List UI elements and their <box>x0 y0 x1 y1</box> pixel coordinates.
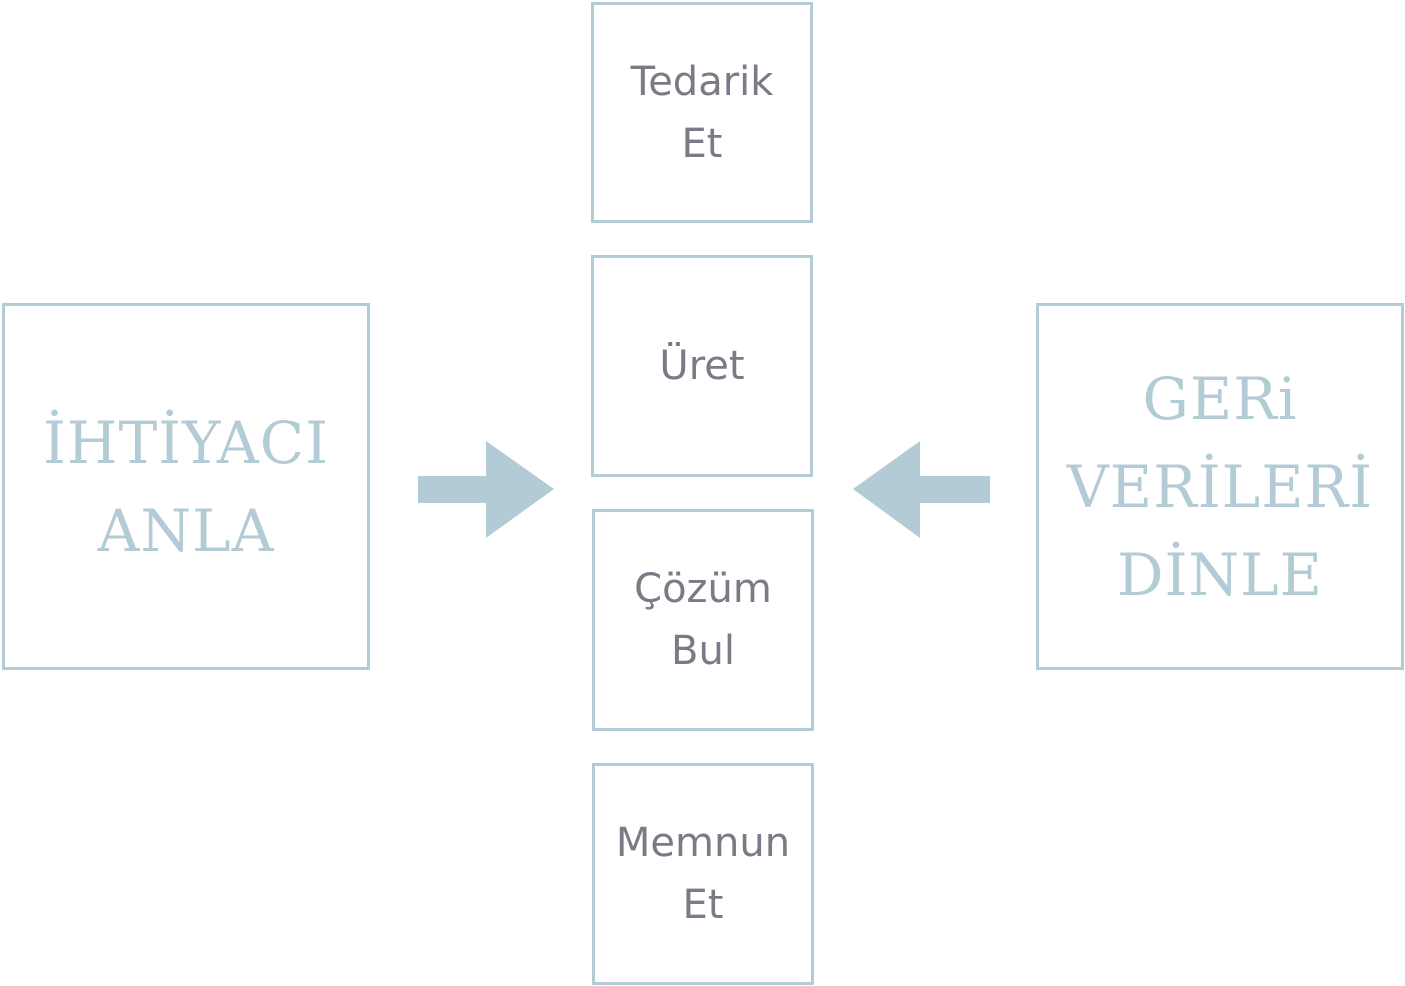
listen-feedback-line-1: GERi <box>1142 364 1298 433</box>
find-solution-line-1: Çözüm <box>634 566 772 612</box>
find-solution-box: Çözüm Bul <box>592 509 814 731</box>
satisfy-box: Memnun Et <box>592 763 814 985</box>
satisfy-line-2: Et <box>682 882 724 928</box>
understand-need-line-1: İHTİYACI <box>42 408 330 477</box>
produce-box: Üret <box>591 255 813 477</box>
supply-line-2: Et <box>681 120 723 167</box>
produce-line-1: Üret <box>659 343 745 389</box>
supply-line-1: Tedarik <box>630 58 774 105</box>
understand-need-line-2: ANLA <box>97 496 275 565</box>
listen-feedback-line-3: DİNLE <box>1116 540 1324 609</box>
find-solution-line-2: Bul <box>671 628 735 674</box>
left-arrow-icon <box>853 441 990 538</box>
listen-feedback-line-2: VERİLERİ <box>1066 452 1374 521</box>
right-arrow-icon <box>418 441 554 538</box>
supply-box: Tedarik Et <box>591 2 813 223</box>
listen-feedback-box: GERi VERİLERİ DİNLE <box>1036 303 1404 670</box>
understand-need-box: İHTİYACI ANLA <box>2 303 370 670</box>
satisfy-line-1: Memnun <box>615 820 791 866</box>
